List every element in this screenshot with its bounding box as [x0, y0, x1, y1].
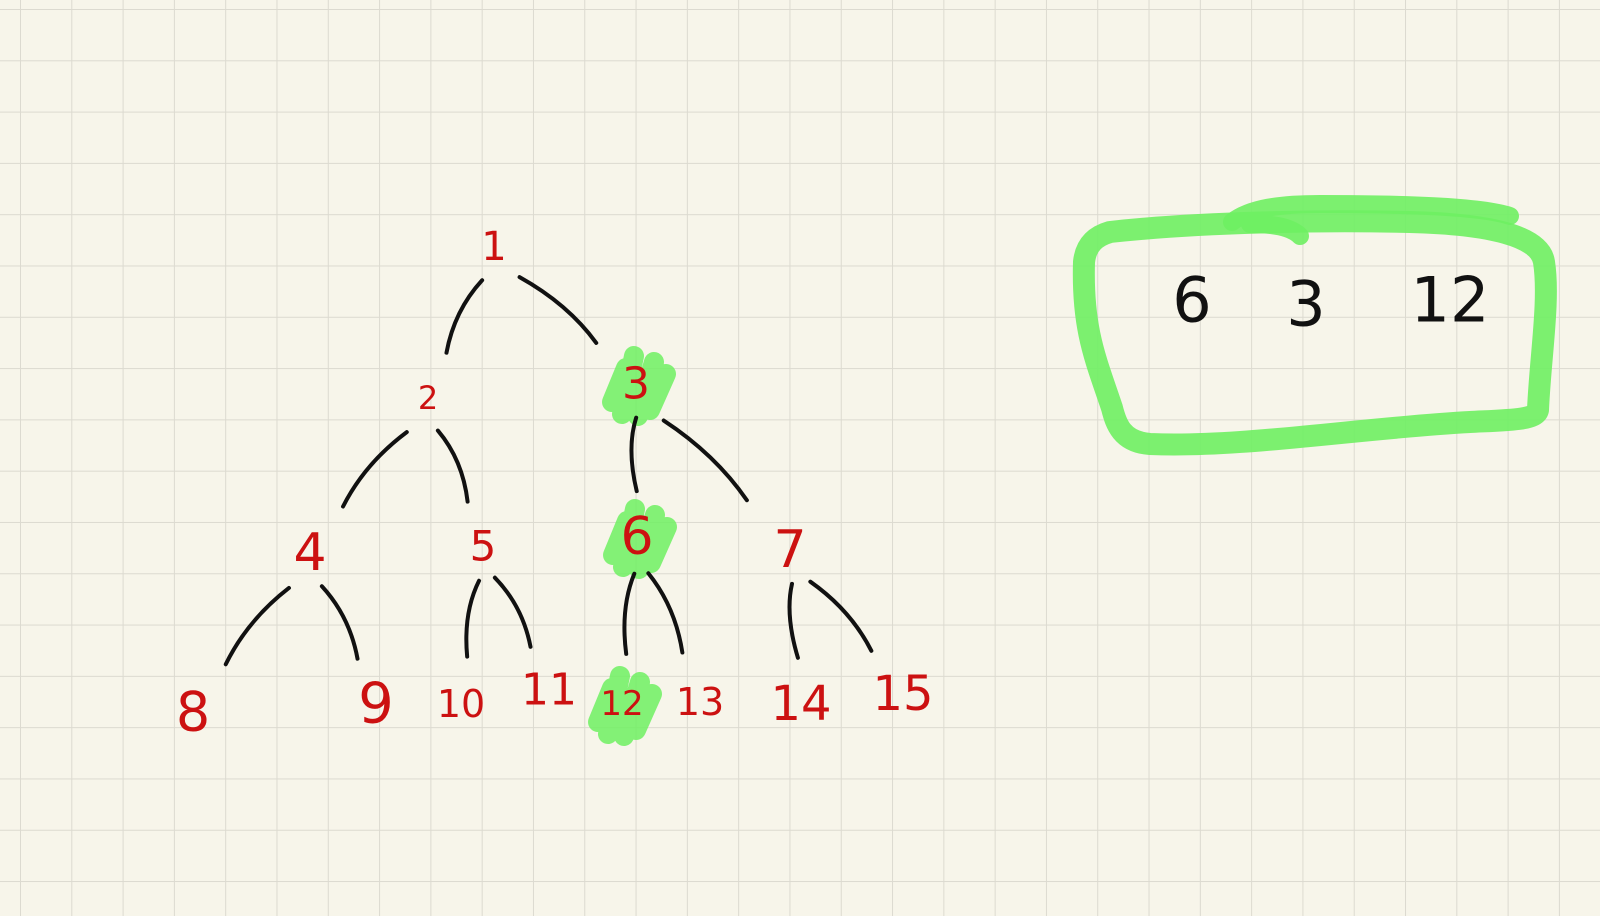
tree-node-11: 11 — [521, 665, 577, 716]
path-box-value: 3 — [1286, 268, 1325, 341]
tree-edge — [787, 581, 800, 660]
highlight-mark — [588, 666, 662, 746]
path-box-loop-stroke — [1223, 195, 1519, 245]
tree-edge — [223, 585, 291, 667]
tree-node-8: 8 — [176, 681, 210, 744]
tree-edge — [622, 571, 637, 656]
tree-edge — [319, 584, 360, 661]
tree-edge — [435, 428, 470, 504]
tree-node-1: 1 — [481, 224, 506, 270]
tree-node-15: 15 — [872, 666, 933, 722]
highlight-mark — [603, 499, 677, 579]
tree-edge — [444, 278, 485, 355]
tree-node-3: 3 — [622, 359, 650, 410]
tree-edge — [808, 579, 874, 653]
tree-edge — [341, 430, 409, 509]
tree-node-10: 10 — [437, 682, 485, 726]
path-box: 6 3 12 — [1072, 195, 1557, 456]
tree-edge — [646, 571, 685, 655]
tree-edge — [629, 415, 639, 494]
tree-edge — [492, 575, 533, 649]
tree-node-13: 13 — [676, 680, 724, 724]
tree-edge — [517, 275, 599, 345]
tree-edge — [464, 578, 482, 659]
path-box-value: 6 — [1172, 264, 1211, 337]
path-box-outline — [1072, 210, 1557, 456]
tree-node-14: 14 — [770, 676, 831, 732]
tree-node-6: 6 — [620, 507, 653, 567]
highlight-mark — [602, 346, 676, 426]
tree-node-2: 2 — [418, 379, 438, 417]
tree-node-12: 12 — [600, 684, 643, 724]
tree-edge — [661, 418, 749, 503]
tree-node-4: 4 — [293, 523, 326, 583]
highlight-marks — [588, 346, 677, 746]
path-box-value: 12 — [1411, 264, 1490, 337]
tree-node-9: 9 — [358, 672, 394, 737]
tree-edges — [223, 275, 874, 667]
tree-node-5: 5 — [470, 522, 497, 571]
tree-node-7: 7 — [773, 520, 806, 580]
